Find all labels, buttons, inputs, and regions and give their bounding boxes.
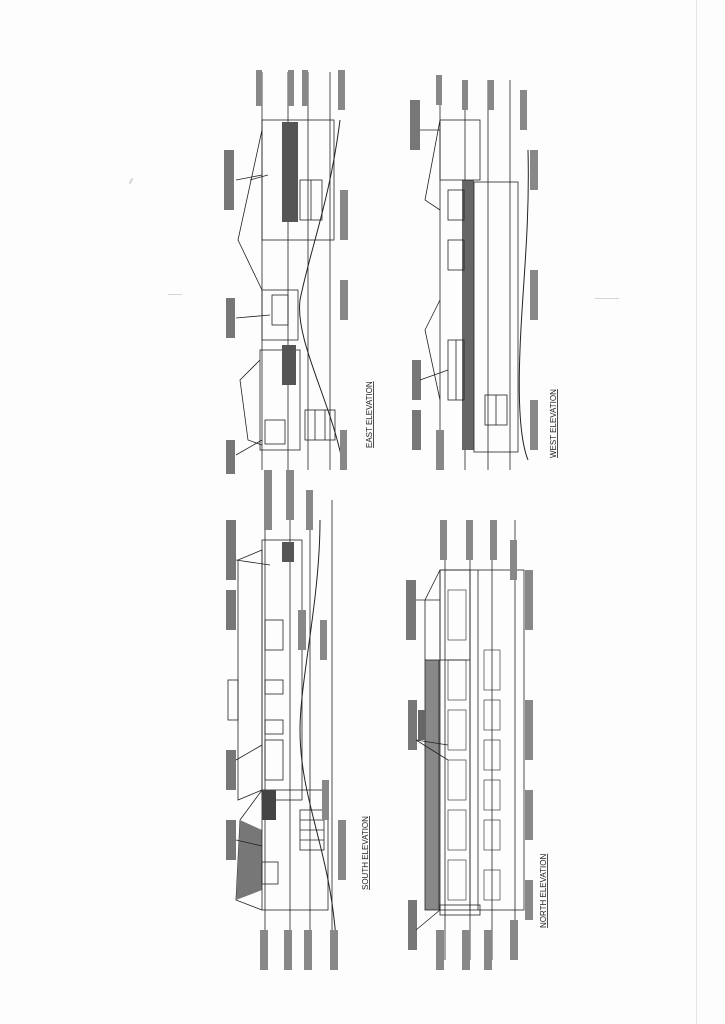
north-elevation: [406, 520, 533, 970]
south-elevation: [226, 470, 346, 970]
west-elevation-title: WEST ELEVATION: [549, 389, 558, 458]
sheet-edge: [696, 0, 697, 1024]
south-elevation-title: SOUTH ELEVATION: [361, 816, 370, 890]
east-elevation-title: EAST ELEVATION: [365, 381, 374, 448]
east-elevation: [224, 70, 348, 474]
scan-mark: [595, 298, 619, 299]
scan-mark: [168, 294, 182, 295]
west-elevation: [410, 75, 538, 470]
north-elevation-title: NORTH ELEVATION: [539, 854, 548, 928]
